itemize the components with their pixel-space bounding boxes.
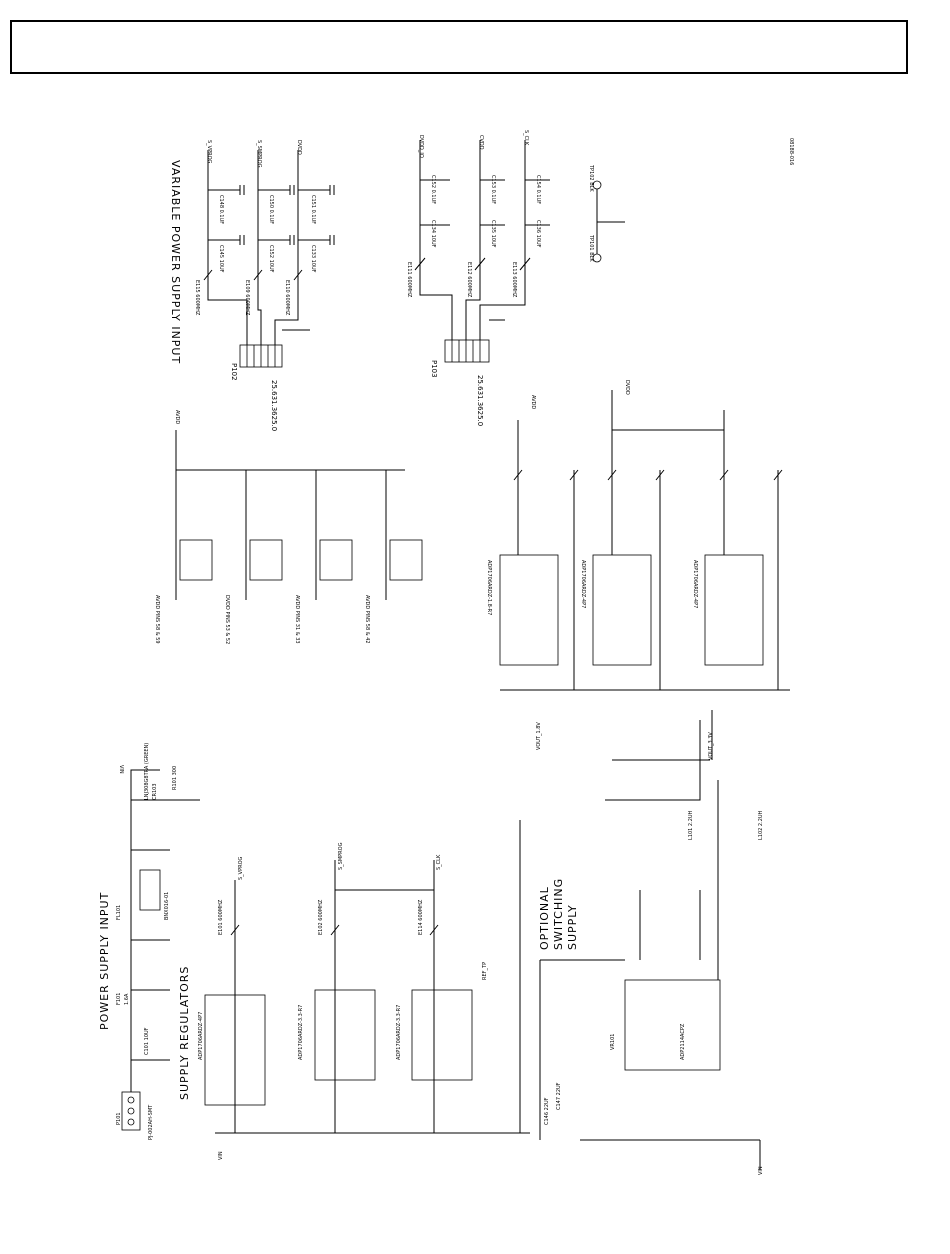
p102-part: 25.631.3625.0 (270, 380, 278, 431)
tp102-label: TP102 BLK (588, 164, 594, 192)
u105-box (592, 554, 652, 666)
p103-section: P103 25.631.3625.0 DVDD_IO CVDD S_CLK C1… (406, 130, 550, 426)
e115-label: E115 600MHZ (194, 280, 200, 316)
c101-label: C101 10UF (144, 1027, 150, 1055)
e110-label: E110 600MHZ (284, 280, 290, 316)
power-supply-input-section: POWER SUPPLY INPUT P101 PJ-002AH-SMT FL1… (98, 743, 200, 1140)
p102-ref: P102 (230, 363, 238, 381)
switching-supply-section: OPTIONAL SWITCHING SUPPLY VR101 ADP2114A… (519, 710, 764, 1175)
net-s-clk-bottom: S_CLK (436, 854, 442, 870)
c151-label: C151 0.1UF (310, 195, 316, 224)
c150-label: C150 0.1UF (268, 195, 274, 224)
note-avdd-31-33: AVDD PINS 31 & 33 (294, 595, 300, 644)
c153-label: C153 0.1UF (490, 175, 496, 204)
vout-1v8-label: VOUT_1.8V (536, 722, 542, 750)
note-avdd-58-42: AVDD PINS 58 & 42 (364, 595, 370, 644)
c136-label: C136 10UF (535, 220, 541, 248)
u106-part: ADP1706ARDZ-4P7 (692, 560, 698, 608)
p103-ref: P103 (430, 360, 438, 378)
c135-label: C135 10UF (490, 220, 496, 248)
c147-label: C147 22UF (556, 1082, 562, 1110)
p101-part: PJ-002AH-SMT (148, 1104, 154, 1140)
c133-label: C133 10UF (310, 245, 316, 273)
net-dvdd-io: DVDD_IO (418, 135, 424, 158)
figure-code: 08188-016 (788, 138, 794, 165)
net-avdd-top: AVDD (174, 410, 180, 424)
filter-section: AVDD PINS 58 & 59 DVDD PINS 53 & 52 AVDD… (154, 410, 423, 644)
u102-part: ADP1706ARDZ-3.3-R7 (298, 1005, 304, 1060)
ref-tp-label: REF_TP (482, 962, 488, 980)
fl101-ref: FL101 (116, 905, 122, 920)
c146-label: C146 22UF (544, 1097, 550, 1125)
u106-box (704, 554, 764, 666)
net-s-vprog-bottom: S_VPROG (238, 856, 244, 880)
led-resistor: R101 300 (172, 766, 178, 790)
vr101-box (624, 979, 721, 1071)
u105-part: ADP1706ARDZ-4P7 (580, 560, 586, 608)
vr101-ref: VR101 (610, 1034, 616, 1050)
net-vin: VIN (118, 765, 124, 774)
net-s-smprog: S_SMPROG (256, 140, 262, 168)
note-avdd-58-59: AVDD PINS 58 & 59 (154, 595, 160, 644)
section-title-switching-line3: SUPPLY (566, 904, 579, 950)
u103-part: ADP1706ARDZ-3.3-R7 (396, 1005, 402, 1060)
net-dvdd: DVDD (296, 140, 302, 155)
e101-label: E101 600MHZ (218, 899, 224, 935)
net-cvdd: CVDD (478, 135, 484, 150)
p103-part: 25.631.3625.0 (476, 375, 484, 426)
led-ref: CR103 (152, 783, 158, 800)
net-avdd-u104: AVDD (530, 395, 536, 409)
net-s-vprog: S_VPROG (206, 140, 212, 164)
l101-label: L101 2.2UH (688, 810, 694, 840)
c154-label: C154 0.1UF (535, 175, 541, 204)
net-s-smprog-bottom: S_SMPROG (338, 842, 344, 870)
u103-box (411, 989, 473, 1081)
u102-box (314, 989, 376, 1081)
vout-3v3-label: VOUT_3.3V (708, 732, 714, 760)
tp101-label: TP101 BLK (588, 234, 594, 262)
p103-connector (444, 339, 490, 363)
section-title-supply-regulators: SUPPLY REGULATORS (178, 966, 191, 1100)
e111-label: E111 600MHZ (406, 262, 412, 298)
u101-box (204, 994, 266, 1106)
fl101 (139, 869, 161, 911)
net-s-clk: S_CLK (523, 130, 529, 146)
u104-part: ADP1706ARDZ-1.8-R7 (486, 560, 492, 615)
c152b-label: C152 0.1UF (430, 175, 436, 204)
supply-regulators-section: SUPPLY REGULATORS ADP1706ARDZ-4P7 ADP170… (178, 842, 530, 1160)
fuse-ref: F101 (116, 993, 122, 1005)
u104-box (499, 554, 559, 666)
test-points: TP102 BLK TP101 BLK (588, 164, 625, 262)
section-title-power-input: POWER SUPPLY INPUT (98, 892, 111, 1030)
section-title-switching-line2: SWITCHING (552, 878, 565, 950)
l102-label: L102 2.2UH (758, 810, 764, 840)
upper-regulators: ADP1706ARDZ-1.8-R7 ADP1706ARDZ-4P7 ADP17… (486, 380, 790, 691)
net-vin-bottom: VIN (218, 1151, 224, 1160)
title-block (10, 20, 908, 74)
u101-part: ADP1706ARDZ-4P7 (198, 1012, 204, 1060)
vr101-part: ADP2114ACPZ (680, 1023, 686, 1060)
e113-label: E113 600MHZ (511, 262, 517, 298)
variable-power-supply-section: VARIABLE POWER SUPPLY INPUT P102 25.631.… (169, 140, 335, 431)
c152-label: C152 10UF (268, 245, 274, 273)
led-part: LNJ308G8TRA (GREEN) (144, 743, 150, 800)
e112-label: E112 600MHZ (466, 262, 472, 298)
p101-connector (121, 1091, 141, 1131)
c134-label: C134 10UF (430, 220, 436, 248)
e102-label: E102 600MHZ (318, 899, 324, 935)
net-vin-switcher: VIN (758, 1166, 764, 1175)
note-dvdd-53-52: DVDD PINS 53 & 52 (224, 595, 230, 644)
net-dvdd-u105: DVDD (624, 380, 630, 395)
section-title-variable: VARIABLE POWER SUPPLY INPUT (169, 160, 182, 364)
fl101-part: BNX016-01 (164, 892, 170, 920)
section-title-switching-line1: OPTIONAL (538, 886, 551, 950)
e109-label: E109 600MHZ (244, 280, 250, 316)
e114-label: E114 600MHZ (418, 899, 424, 935)
c145-label: C145 10UF (218, 245, 224, 273)
c148-label: C148 0.1UF (218, 195, 224, 224)
fuse-value: 1.6A (124, 993, 130, 1005)
p101-ref: P101 (116, 1112, 122, 1125)
